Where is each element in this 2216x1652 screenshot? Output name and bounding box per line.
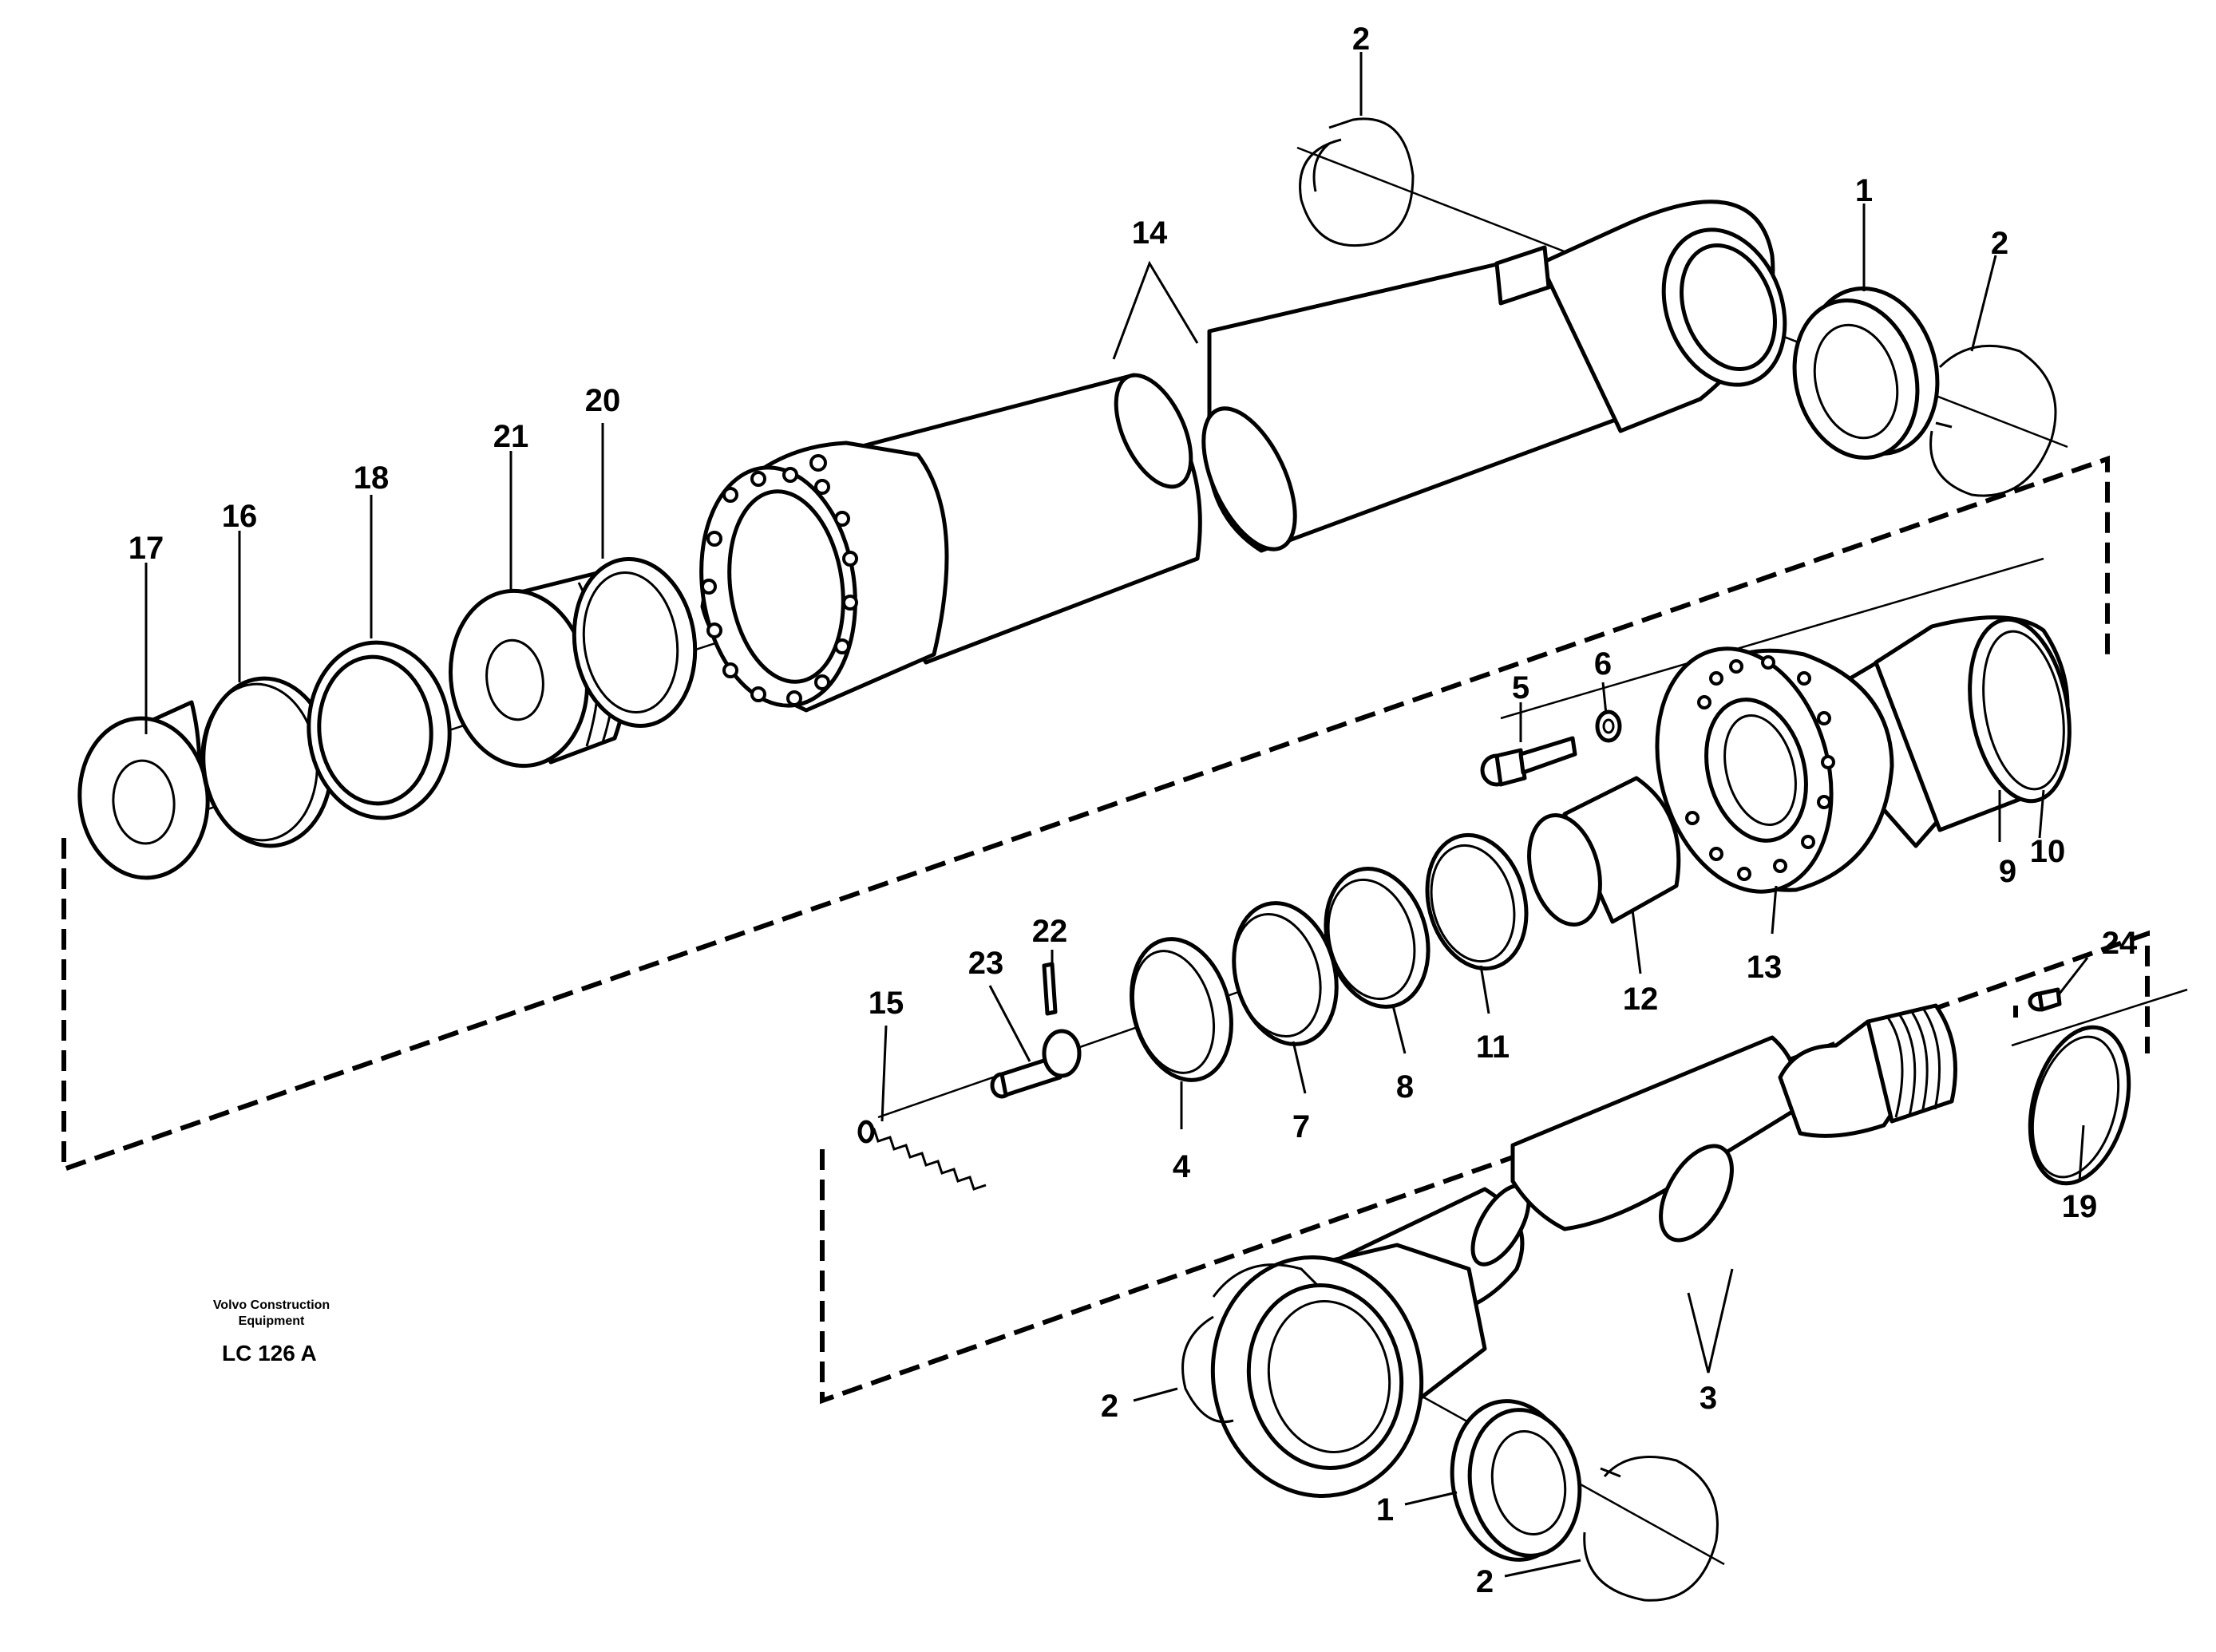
backup-ring-19 [2028,1025,2131,1186]
callout-22: 22 [1032,914,1068,949]
callout-14: 14 [1132,215,1168,251]
head-bolt-holes [1685,655,1835,881]
valve-pin-23 [990,1029,1082,1099]
piston-rod-3 [1210,1003,1957,1498]
callout-12: 12 [1623,982,1659,1017]
seal-7 [1232,901,1339,1046]
bearing-top-right [1792,286,1940,460]
callout-11: 11 [1476,1030,1510,1065]
callout-23: 23 [968,946,1004,981]
callout-2-bottom: 2 [1476,1564,1494,1599]
bearing-bottom [1450,1399,1582,1562]
bushing-12 [1527,776,1681,927]
piston-nut-17 [77,700,210,880]
set-screw-24 [2028,987,2062,1012]
dashed-boundaries [61,455,2150,1405]
rod-threads [1886,1009,1941,1118]
cylinder-head-13 [1655,615,2072,894]
callout-20: 20 [585,383,621,418]
company-line-1: Volvo Construction [213,1298,330,1312]
callout-4: 4 [1173,1149,1191,1184]
screw-5 [1480,736,1577,787]
callout-5: 5 [1512,670,1529,705]
washer-6 [1595,709,1622,743]
retaining-ring-top-right [1929,344,2057,497]
callout-16: 16 [222,499,258,534]
figure-caption: Volvo Construction Equipment LC 126 A [213,1298,330,1365]
callout-18: 18 [354,460,390,496]
callout-24: 24 [2102,926,2138,961]
callout-17: 17 [129,531,164,566]
callout-3: 3 [1700,1381,1717,1416]
callout-21: 21 [493,419,529,454]
callout-6: 6 [1594,646,1612,682]
retaining-ring-bottom [1583,1456,1719,1602]
flange-bolt-holes [701,467,858,706]
company-line-2: Equipment [239,1314,305,1328]
callout-10: 10 [2030,834,2066,869]
callout-7: 7 [1292,1109,1310,1144]
callout-2-top-ring: 2 [1352,22,1370,57]
callout-9: 9 [1999,854,2016,889]
guide-ring-18 [307,640,452,820]
callout-1-top: 1 [1855,173,1873,208]
callout-13: 13 [1747,950,1783,985]
figure-code: LC 126 A [222,1341,317,1365]
callout-2-bottom-left: 2 [1101,1389,1118,1424]
spring-15 [857,1120,987,1191]
piston-seal-20 [572,556,698,729]
retaining-ring-bottom-left [1181,1263,1319,1424]
callout-19: 19 [2062,1189,2098,1224]
callout-1-bottom: 1 [1376,1492,1394,1528]
retaining-ring-top [1299,117,1415,247]
callout-15: 15 [869,986,904,1021]
callout-8: 8 [1396,1069,1414,1105]
pin-22 [1042,962,1058,1016]
callout-2-top-right: 2 [1991,226,2008,261]
leader-lines [144,52,2089,1578]
callouts: 2 14 1 2 17 16 18 21 20 5 6 9 10 13 12 1… [129,22,2138,1599]
seal-11 [1425,832,1529,971]
cylinder-tube [699,200,1787,713]
wiper-4 [1130,937,1233,1082]
